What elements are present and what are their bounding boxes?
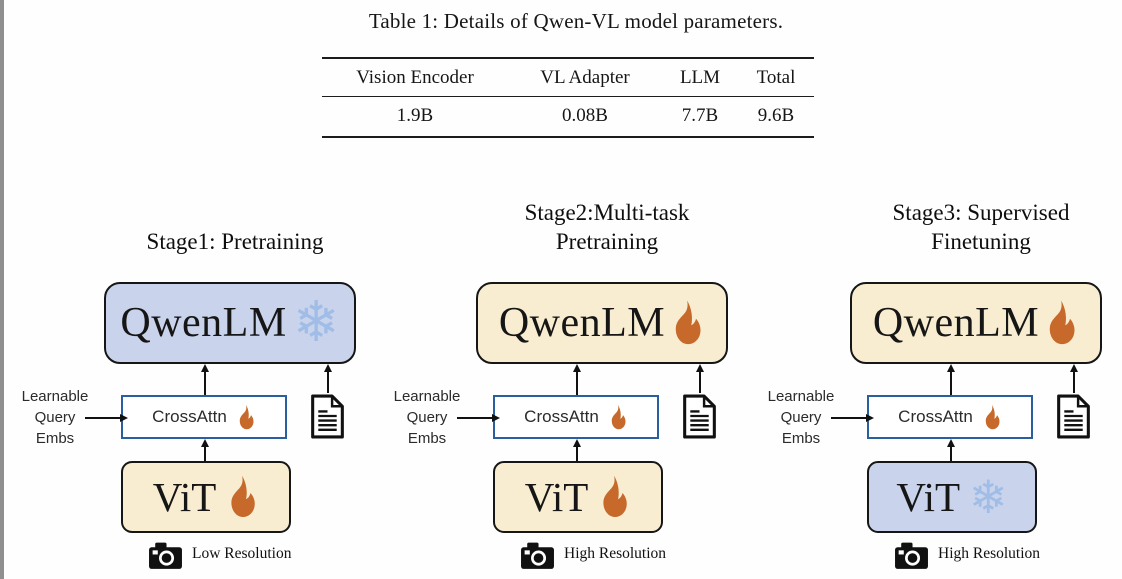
vit-box: ViT ❄︎: [121, 461, 291, 533]
flame-icon: [675, 300, 701, 345]
query-label-line: Learnable: [393, 388, 461, 405]
col-vl-adapter: VL Adapter: [508, 58, 662, 97]
value-total: 9.6B: [757, 105, 795, 126]
flame-icon: [611, 404, 626, 429]
query-label-line: Embs: [35, 430, 75, 447]
parameters-table: Vision Encoder VL Adapter LLM Total 1.9B…: [322, 57, 814, 138]
col-total: Total: [738, 58, 814, 97]
flame-icon: [603, 475, 628, 517]
vit-box: ViT ❄︎: [493, 461, 663, 533]
crossattn-label: CrossAttn: [524, 407, 599, 426]
qwenlm-box: QwenLM ❄︎: [850, 282, 1102, 364]
crossattn-label: CrossAttn: [152, 407, 227, 426]
arrow-text-to-qwenlm: [323, 364, 332, 393]
query-label-line: Query: [780, 409, 822, 426]
stage-title-line1: Stage2:Multi-task: [524, 200, 690, 225]
col-vision-encoder: Vision Encoder: [322, 58, 508, 97]
page-edge-line: [0, 0, 4, 579]
resolution-label: High Resolution: [564, 545, 667, 562]
table-row: 1.9B 0.08B 7.7B 9.6B: [322, 97, 814, 138]
camera-icon: [521, 542, 554, 569]
qwenlm-label: QwenLM: [872, 300, 1040, 346]
stage-title-line1: Stage3: Supervised: [892, 200, 1070, 225]
stage3-title: Stage3: Supervised Finetuning: [806, 198, 1122, 256]
arrow-query-to-crossattn: [831, 413, 874, 422]
stage1-diagram: Stage1: Pretraining QwenLM ❄︎ CrossAttn …: [0, 190, 378, 579]
camera-icon: [149, 542, 182, 569]
vit-label: ViT: [896, 474, 961, 520]
stage1-title: Stage1: Pretraining: [60, 198, 410, 256]
query-label-line: Learnable: [767, 388, 835, 405]
snowflake-icon: ❄︎: [292, 290, 340, 355]
document-icon: [1057, 394, 1090, 439]
resolution-label: High Resolution: [938, 545, 1041, 562]
arrow-query-to-crossattn: [85, 413, 128, 422]
query-label-line: Embs: [781, 430, 821, 447]
learnable-query-embs-label: Learnable Query Embs: [6, 386, 104, 449]
vit-box: ViT ❄︎: [867, 461, 1037, 533]
table-header-row: Vision Encoder VL Adapter LLM Total: [322, 58, 814, 97]
stage-title-line1: Stage1: Pretraining: [146, 229, 324, 254]
vit-label: ViT: [152, 474, 217, 520]
flame-icon: [231, 475, 256, 517]
arrow-crossattn-to-qwenlm: [572, 364, 581, 395]
vit-label: ViT: [524, 474, 589, 520]
document-icon: [683, 394, 716, 439]
arrow-crossattn-to-qwenlm: [200, 364, 209, 395]
query-label-line: Embs: [407, 430, 447, 447]
arrow-crossattn-to-qwenlm: [946, 364, 955, 395]
crossattn-box: CrossAttn ❄︎: [867, 395, 1033, 439]
stage2-title: Stage2:Multi-task Pretraining: [432, 198, 782, 256]
camera-icon: [895, 542, 928, 569]
flame-icon: [239, 404, 254, 429]
arrow-vit-to-crossattn: [200, 439, 209, 461]
learnable-query-embs-label: Learnable Query Embs: [378, 386, 476, 449]
query-label-line: Query: [34, 409, 76, 426]
flame-icon: [985, 404, 1000, 429]
value-vision-encoder: 1.9B: [396, 105, 434, 126]
crossattn-box: CrossAttn ❄︎: [493, 395, 659, 439]
qwenlm-box: QwenLM ❄︎: [104, 282, 356, 364]
qwenlm-label: QwenLM: [498, 300, 666, 346]
resolution-label: Low Resolution: [192, 545, 292, 562]
stage2-diagram: Stage2:Multi-task Pretraining QwenLM ❄︎ …: [372, 190, 750, 579]
query-label-line: Query: [406, 409, 448, 426]
qwenlm-label: QwenLM: [120, 300, 287, 346]
snowflake-icon: ❄︎: [969, 470, 1008, 524]
arrow-vit-to-crossattn: [946, 439, 955, 461]
arrow-text-to-qwenlm: [1069, 364, 1078, 393]
col-llm: LLM: [662, 58, 738, 97]
crossattn-box: CrossAttn ❄︎: [121, 395, 287, 439]
qwenlm-box: QwenLM ❄︎: [476, 282, 728, 364]
document-icon: [311, 394, 344, 439]
query-label-line: Learnable: [21, 388, 89, 405]
arrow-text-to-qwenlm: [695, 364, 704, 393]
stage-title-line2: Pretraining: [555, 229, 659, 254]
learnable-query-embs-label: Learnable Query Embs: [752, 386, 850, 449]
stage3-diagram: Stage3: Supervised Finetuning QwenLM ❄︎ …: [746, 190, 1122, 579]
arrow-vit-to-crossattn: [572, 439, 581, 461]
table-caption: Table 1: Details of Qwen-VL model parame…: [368, 9, 784, 33]
arrow-query-to-crossattn: [457, 413, 500, 422]
value-vl-adapter: 0.08B: [562, 105, 608, 126]
crossattn-label: CrossAttn: [898, 407, 973, 426]
flame-icon: [1049, 300, 1075, 345]
value-llm: 7.7B: [681, 105, 719, 126]
stage-title-line2: Finetuning: [931, 229, 1031, 254]
